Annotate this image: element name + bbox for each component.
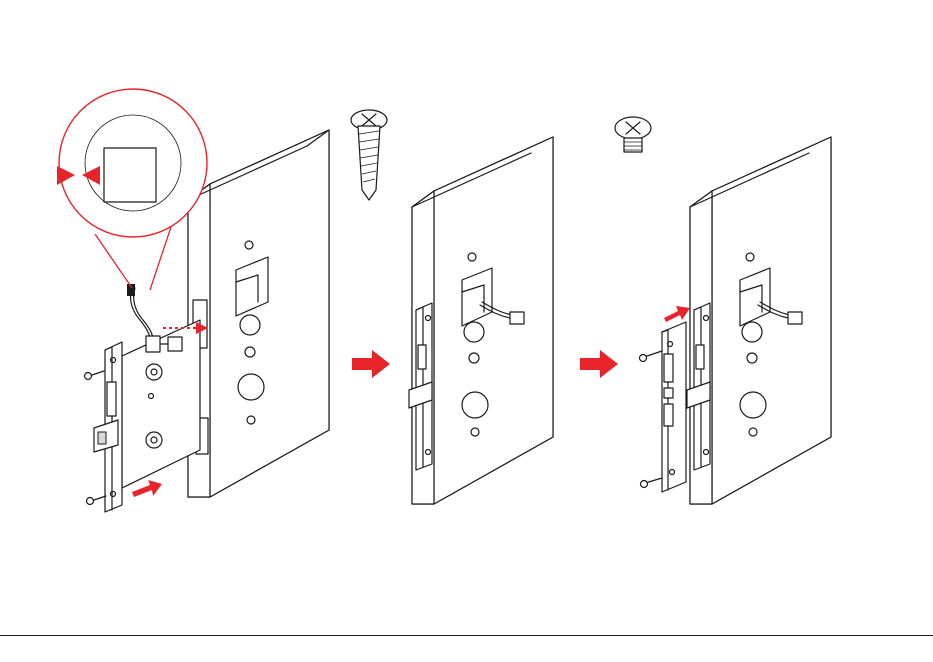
insert-arrow-icon (132, 480, 162, 497)
step-3 (615, 117, 831, 504)
insert-arrow-icon (664, 306, 690, 322)
footer-divider (0, 635, 933, 636)
red-arrow-icon (580, 350, 618, 378)
strike-faceplate (662, 322, 686, 492)
wood-screw-icon (351, 110, 387, 200)
screw-bottom-icon (87, 496, 107, 505)
detail-callout (59, 89, 207, 290)
door-panel (687, 137, 831, 504)
step-1 (57, 89, 329, 512)
screw-top-icon (85, 371, 105, 380)
cable-connector (127, 284, 182, 352)
screw-top-icon (640, 351, 663, 362)
door-panel (188, 130, 329, 497)
step-2 (351, 110, 553, 504)
door-panel (409, 137, 553, 504)
red-arrow-icon (352, 350, 390, 378)
machine-screw-icon (615, 117, 651, 152)
screw-bottom-icon (641, 478, 663, 488)
